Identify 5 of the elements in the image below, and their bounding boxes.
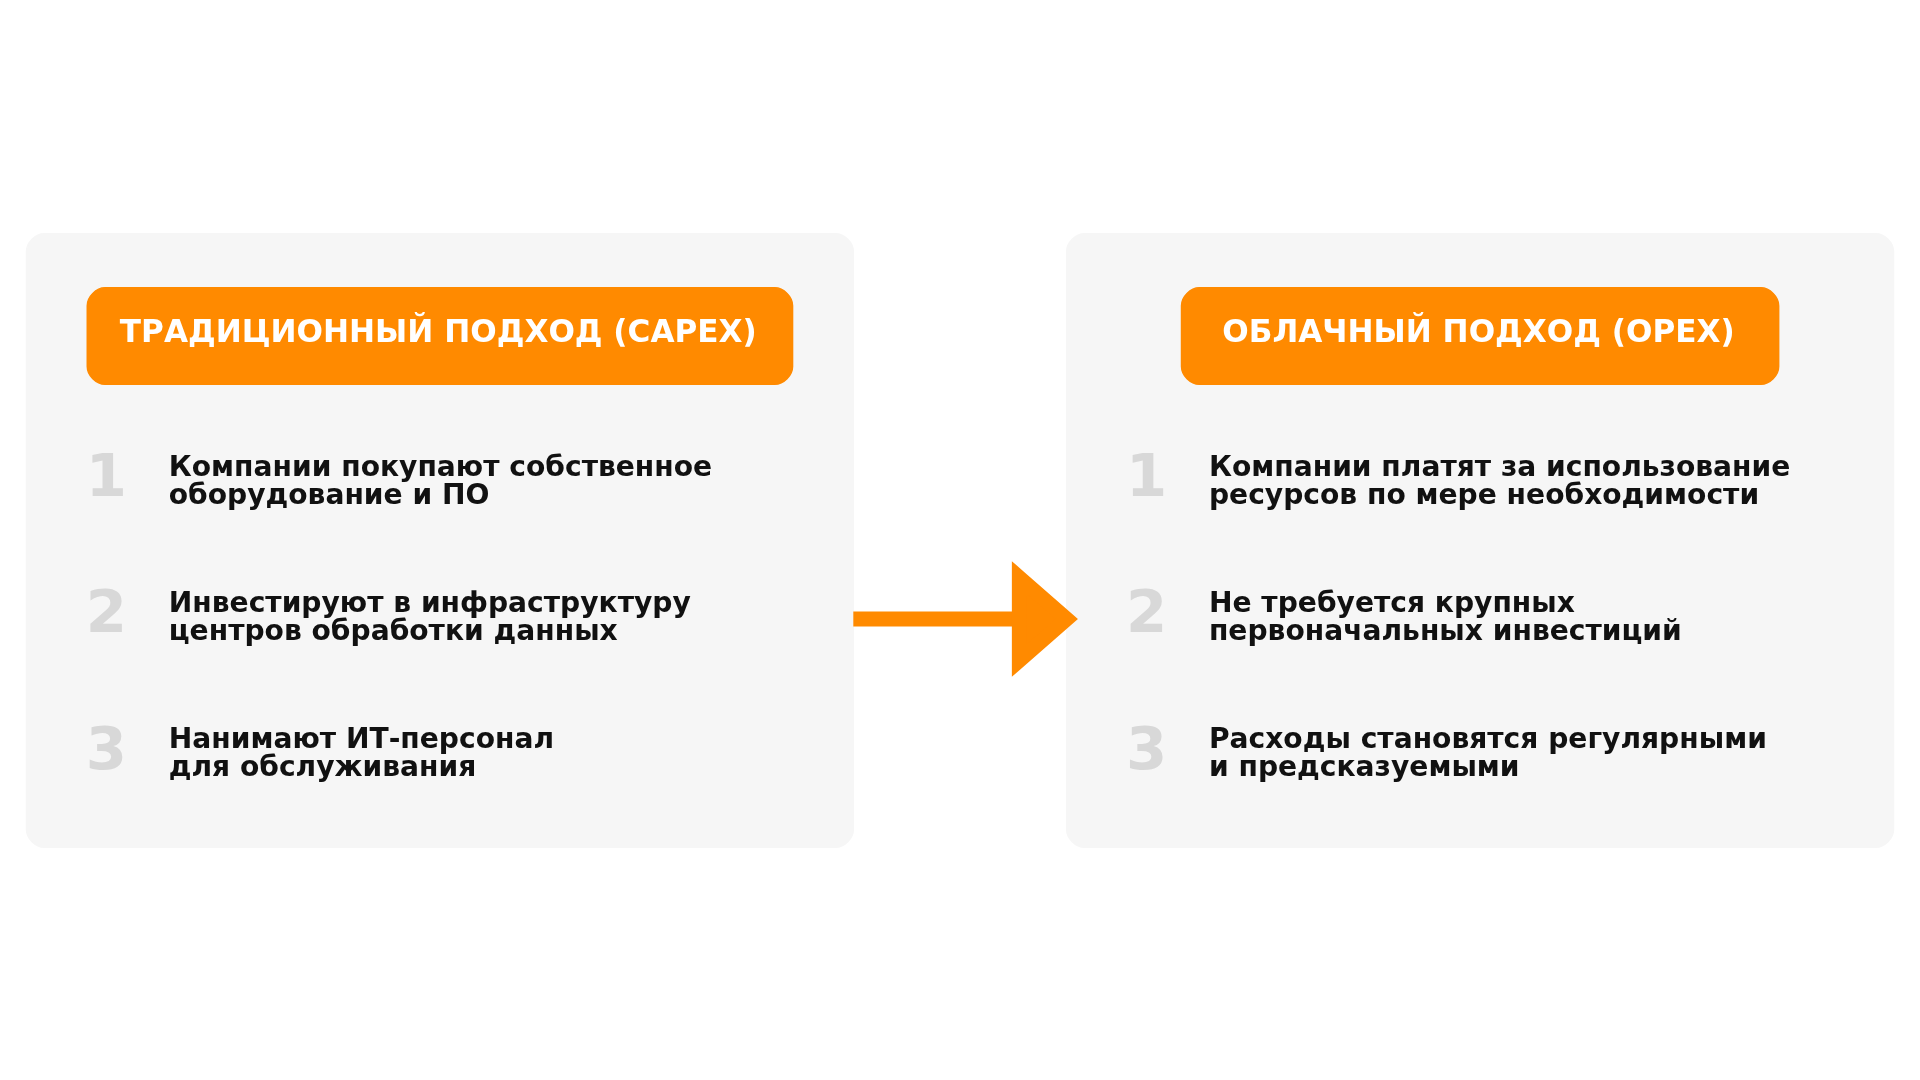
cluster xyxy=(1065,232,1895,848)
arrow xyxy=(853,560,1078,677)
cluster xyxy=(25,232,855,848)
node-box: ОБЛАЧНЫЙ ПОДХОД (OPEX) xyxy=(1180,286,1780,385)
node-box: ТРАДИЦИОННЫЙ ПОДХОД (CAPEX) xyxy=(86,286,794,385)
